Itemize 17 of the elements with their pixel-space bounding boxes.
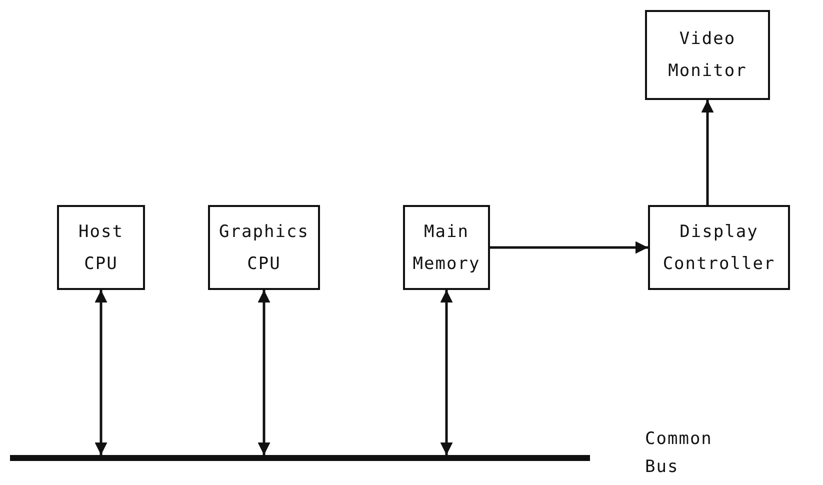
arrow (258, 290, 270, 455)
block-box (648, 205, 790, 290)
arrow (490, 241, 648, 254)
block-box (208, 205, 320, 290)
block-label: Main Memory (412, 220, 482, 276)
block-box (403, 205, 490, 290)
bus-label: Common Bus (645, 428, 714, 479)
block-box (645, 10, 770, 100)
block-label: Host CPU (78, 220, 124, 276)
block-label: Video Monitor (667, 28, 748, 83)
arrow (440, 290, 453, 455)
arrow (701, 100, 714, 205)
block-label: Graphics CPU (218, 220, 310, 276)
block-label: Display Controller (662, 220, 776, 276)
arrow (94, 290, 108, 455)
block-box (57, 205, 145, 290)
bus-bar (10, 455, 590, 461)
